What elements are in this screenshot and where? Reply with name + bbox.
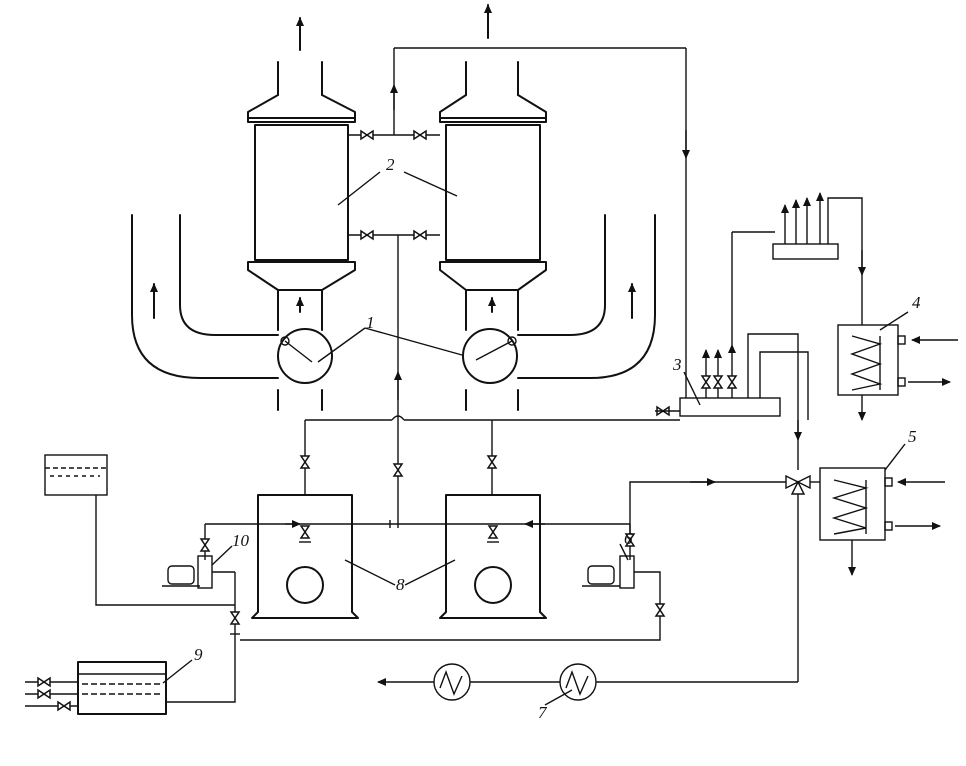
tank-right [439,494,547,619]
inlet-duct-right [465,214,656,411]
pump-left [162,555,240,703]
heater-lower [819,467,945,576]
tank-feed-line [200,520,635,560]
mixing-tank [25,661,167,715]
label-mixing-tank: 9 [194,645,203,664]
label-pump-left: 10 [232,531,250,550]
supply-tank [44,454,235,606]
inlet-duct-left [131,214,323,411]
filter-housing-right [439,61,547,331]
distributor [679,231,809,470]
label-distributor: 3 [672,355,682,374]
label-pump-right: 6 [624,529,633,548]
label-fan: 1 [366,313,375,332]
label-filter-housing: 2 [386,155,395,174]
heater-upper [837,324,958,421]
heat-exchangers [377,663,798,701]
leader-lines [162,171,909,706]
outlet-manifold [772,192,866,325]
three-way-valve [629,474,820,682]
fan-left [277,328,333,384]
supply-header [300,406,680,495]
label-heater-lower: 5 [908,427,917,446]
pump-right [240,555,665,641]
fan-right [462,328,518,384]
exhaust-arrows [296,4,496,313]
label-heat-exchanger: 7 [538,703,548,722]
label-heater-upper: 4 [912,293,921,312]
tank-left [251,494,359,619]
cross-piping [348,47,690,520]
filter-housing-left [247,61,356,331]
label-tank: 8 [396,575,405,594]
